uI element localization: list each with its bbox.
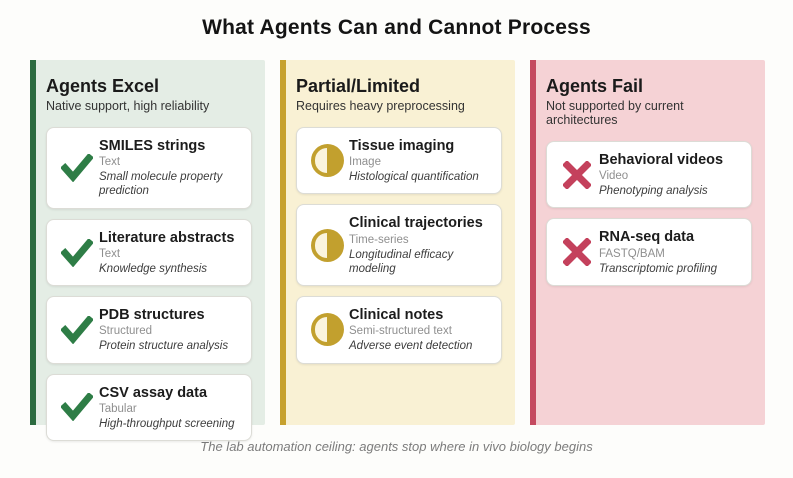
card-title: Literature abstracts <box>99 229 235 246</box>
card-title: Tissue imaging <box>349 138 455 154</box>
card-use: High-throughput screening <box>99 417 235 430</box>
card-use: Transcriptomic profiling <box>599 262 718 275</box>
check-icon <box>55 315 99 344</box>
card-title: RNA-seq data <box>599 229 695 246</box>
card-clinical-trajectories: Clinical trajectories Time-series Longit… <box>296 204 502 287</box>
card-use: Knowledge synthesis <box>99 262 208 275</box>
card-use: Phenotyping analysis <box>599 185 708 198</box>
card-pdb-structures: PDB structures Structured Protein struct… <box>46 296 252 364</box>
column-title: Agents Fail <box>546 76 644 96</box>
card-format: Tabular <box>99 402 137 415</box>
card-list: Behavioral videos Video Phenotyping anal… <box>546 141 752 286</box>
card-title: PDB structures <box>99 307 205 324</box>
column-title: Agents Excel <box>46 76 160 96</box>
column-agents-fail: Agents Fail Not supported by current arc… <box>530 60 765 425</box>
card-title: CSV assay data <box>99 384 208 401</box>
column-partial-limited: Partial/Limited Requires heavy preproces… <box>280 60 515 425</box>
card-format: Video <box>599 170 629 183</box>
card-format: Structured <box>99 325 153 338</box>
x-icon <box>555 238 599 267</box>
card-title: Behavioral videos <box>599 152 724 168</box>
footer-caption: The lab automation ceiling: agents stop … <box>200 439 593 454</box>
column-subtitle: Requires heavy preprocessing <box>296 99 465 113</box>
card-format: Text <box>99 156 121 169</box>
card-tissue-imaging: Tissue imaging Image Histological quanti… <box>296 127 502 195</box>
card-use: Adverse event detection <box>349 340 473 353</box>
card-list: Tissue imaging Image Histological quanti… <box>296 127 502 364</box>
check-icon <box>55 393 99 422</box>
card-title: Clinical trajectories <box>349 215 483 232</box>
half-circle-icon <box>305 228 349 262</box>
column-agents-excel: Agents Excel Native support, high reliab… <box>30 60 265 442</box>
card-format: Time-series <box>349 233 409 246</box>
card-smiles-strings: SMILES strings Text Small molecule prope… <box>46 127 252 209</box>
card-title: SMILES strings <box>99 138 206 154</box>
card-behavioral-videos: Behavioral videos Video Phenotyping anal… <box>546 141 752 209</box>
card-use: Histological quantification <box>349 171 479 184</box>
half-circle-icon <box>305 144 349 178</box>
card-use: Small molecule property prediction <box>99 171 223 198</box>
page-title: What Agents Can and Cannot Process <box>202 16 591 39</box>
columns-row: Agents Excel Native support, high reliab… <box>30 60 765 442</box>
card-use: Longitudinal efficacy modeling <box>349 248 454 275</box>
column-subtitle: Not supported by current architectures <box>546 99 684 127</box>
column-title: Partial/Limited <box>296 76 421 96</box>
card-format: Semi-structured text <box>349 325 452 338</box>
card-list: SMILES strings Text Small molecule prope… <box>46 127 252 442</box>
card-format: Text <box>99 247 121 260</box>
card-csv-assay-data: CSV assay data Tabular High-throughput s… <box>46 373 252 442</box>
card-use: Protein structure analysis <box>99 340 229 353</box>
card-rna-seq-data: RNA-seq data FASTQ/BAM Transcriptomic pr… <box>546 218 752 286</box>
card-literature-abstracts: Literature abstracts Text Knowledge synt… <box>46 218 252 287</box>
card-title: Clinical notes <box>349 307 444 324</box>
x-icon <box>555 160 599 189</box>
card-format: Image <box>349 156 381 169</box>
check-icon <box>55 153 99 182</box>
column-subtitle: Native support, high reliability <box>46 99 210 113</box>
card-clinical-notes: Clinical notes Semi-structured text Adve… <box>296 296 502 364</box>
half-circle-icon <box>305 313 349 347</box>
check-icon <box>55 238 99 267</box>
card-format: FASTQ/BAM <box>599 247 665 260</box>
